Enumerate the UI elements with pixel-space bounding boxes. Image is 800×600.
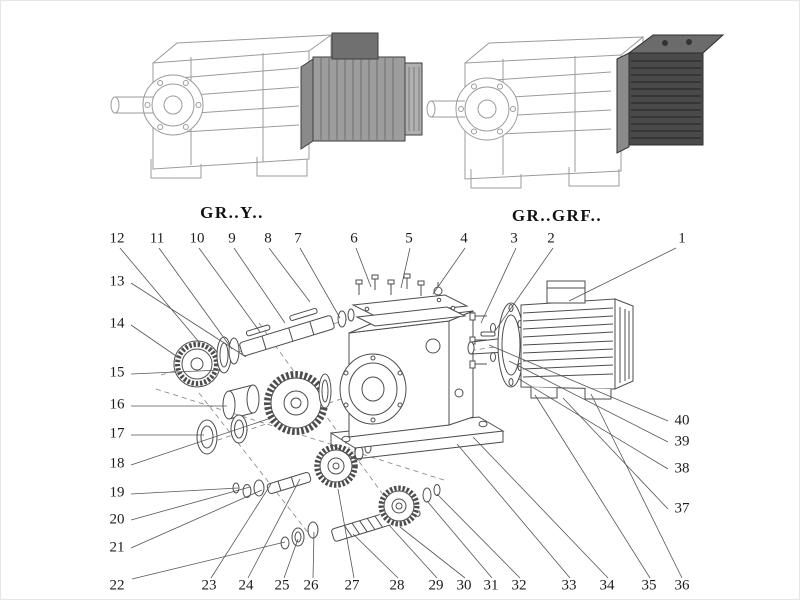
- input-shaft: [239, 307, 335, 357]
- shaft-key: [289, 307, 318, 321]
- leader-lines: [119, 247, 683, 580]
- callout-22: 22: [109, 577, 125, 594]
- output-gear: [378, 485, 420, 527]
- callout-17: 17: [109, 425, 125, 442]
- callout-25: 25: [274, 577, 290, 594]
- callout-6: 6: [350, 230, 358, 247]
- callout-39: 39: [674, 433, 690, 450]
- callout-31: 31: [483, 577, 499, 594]
- callout-8: 8: [264, 230, 272, 247]
- callout-2: 2: [547, 230, 555, 247]
- callout-9: 9: [228, 230, 236, 247]
- callout-36: 36: [674, 577, 690, 594]
- callout-26: 26: [303, 577, 319, 594]
- callout-20: 20: [109, 511, 125, 528]
- callout-21: 21: [109, 539, 125, 556]
- callout-30: 30: [456, 577, 472, 594]
- stub-shaft: [266, 472, 312, 494]
- gry-terminal-box: [331, 32, 379, 60]
- callout-13: 13: [109, 273, 125, 290]
- exploded-intermediate-cluster: [196, 371, 332, 455]
- callout-27: 27: [344, 577, 360, 594]
- motor-foot: [584, 388, 612, 400]
- gry-motor-body: [312, 56, 406, 142]
- flange-bolt: [469, 312, 476, 321]
- washer: [253, 479, 265, 497]
- callout-37: 37: [674, 500, 690, 517]
- callout-3: 3: [510, 230, 518, 247]
- callout-16: 16: [109, 396, 125, 413]
- callout-29: 29: [428, 577, 444, 594]
- spacer-sleeve: [222, 390, 236, 420]
- callout-24: 24: [238, 577, 254, 594]
- callout-15: 15: [109, 364, 125, 381]
- callout-14: 14: [109, 315, 125, 332]
- callout-5: 5: [405, 230, 413, 247]
- callout-7: 7: [294, 230, 302, 247]
- variant-label-grgrf: GR..GRF..: [511, 206, 603, 225]
- callout-34: 34: [599, 577, 615, 594]
- assembly-grf-art: [426, 36, 645, 189]
- fan-cover: [614, 298, 634, 390]
- callout-23: 23: [201, 577, 217, 594]
- exploded-motor: [467, 280, 634, 400]
- callout-38: 38: [674, 460, 690, 477]
- callout-11: 11: [149, 230, 165, 247]
- assembly-gry-art: [110, 34, 333, 179]
- exploded-input-shaft-cluster: [173, 307, 355, 388]
- terminal-box: [546, 280, 586, 304]
- oil-plug: [454, 388, 464, 398]
- motor-shaft-key: [480, 331, 496, 337]
- callout-35: 35: [641, 577, 657, 594]
- callout-18: 18: [109, 455, 125, 472]
- assembly-grf-motor: [616, 34, 725, 154]
- callout-32: 32: [511, 577, 527, 594]
- callout-1: 1: [678, 230, 686, 247]
- callout-12: 12: [109, 230, 125, 247]
- exploded-housing: [329, 273, 505, 460]
- callout-28: 28: [389, 577, 405, 594]
- exploded-output-cluster: [232, 442, 441, 550]
- assembly-gry-motor: [300, 32, 423, 150]
- callout-4: 4: [460, 230, 468, 247]
- callout-10: 10: [189, 230, 205, 247]
- callout-19: 19: [109, 484, 125, 501]
- callout-40: 40: [674, 412, 690, 429]
- callout-33: 33: [561, 577, 577, 594]
- variant-label-gry: GR..Y..: [200, 203, 264, 222]
